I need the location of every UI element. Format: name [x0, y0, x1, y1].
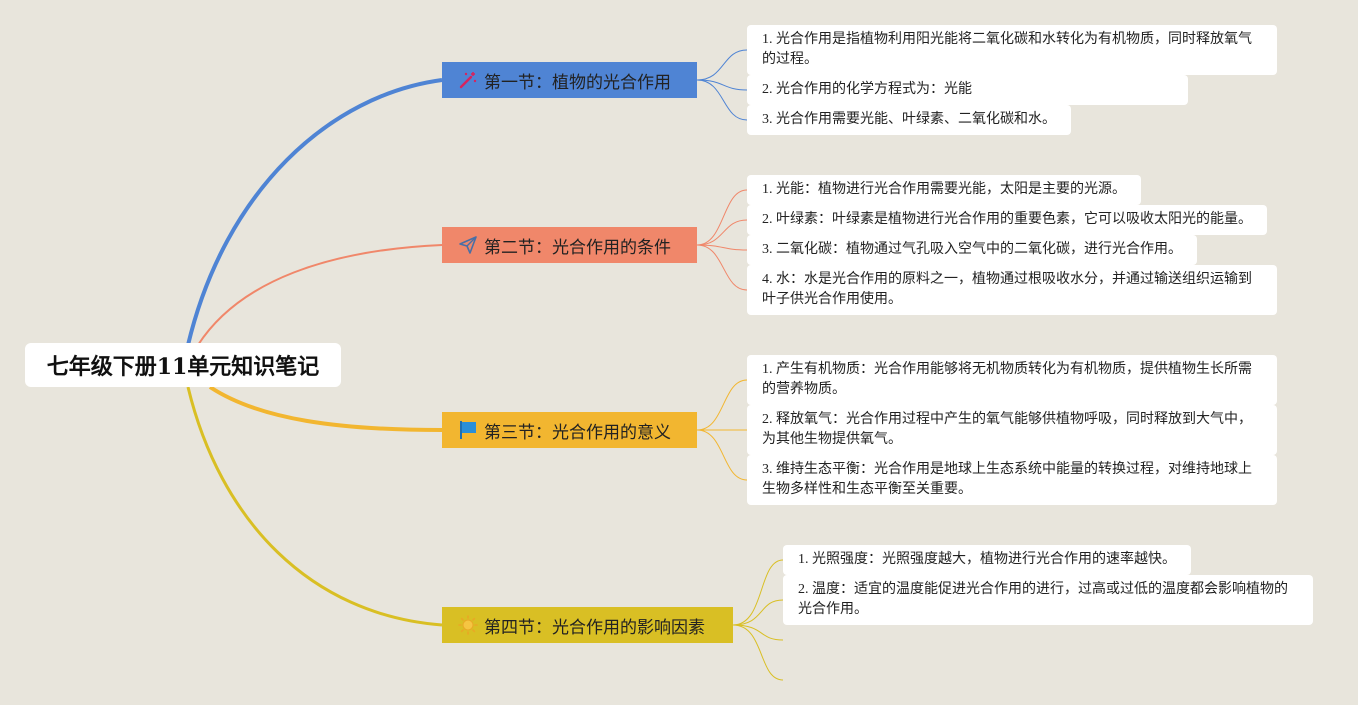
connector-root-section3 — [208, 385, 443, 432]
section1-item-2[interactable]: 2. 光合作用的化学方程式为：光能 — [747, 75, 1188, 105]
connector-root-section4 — [186, 386, 443, 627]
section4-item-1[interactable]: 1. 光照强度：光照强度越大，植物进行光合作用的速率越快。 — [783, 545, 1191, 575]
connectors-section3 — [696, 379, 748, 481]
section2-item-3[interactable]: 3. 二氧化碳：植物通过气孔吸入空气中的二氧化碳，进行光合作用。 — [747, 235, 1197, 265]
section2-item-2[interactable]: 2. 叶绿素：叶绿素是植物进行光合作用的重要色素，它可以吸收太阳光的能量。 — [747, 205, 1267, 235]
section1-title: 第一节：植物的光合作用 — [484, 72, 671, 93]
section1-item-1[interactable]: 1. 光合作用是指植物利用阳光能将二氧化碳和水转化为有机物质，同时释放氧气 的过… — [747, 25, 1277, 75]
section1-item-3[interactable]: 3. 光合作用需要光能、叶绿素、二氧化碳和水。 — [747, 105, 1071, 135]
connector-root-section2 — [197, 244, 443, 346]
section3-item-1[interactable]: 1. 产生有机物质：光合作用能够将无机物质转化为有机物质，提供植物生长所需 的营… — [747, 355, 1277, 405]
section3-topic[interactable]: 第三节：光合作用的意义 — [442, 412, 697, 448]
connector-root-section1 — [186, 78, 443, 346]
section3-title: 第三节：光合作用的意义 — [484, 422, 671, 443]
connectors-section4 — [732, 559, 784, 681]
connectors-section1 — [696, 49, 748, 121]
section4-item-2[interactable]: 2. 温度：适宜的温度能促进光合作用的进行，过高或过低的温度都会影响植物的 光合… — [783, 575, 1313, 625]
root-topic[interactable]: 七年级下册11单元知识笔记 — [25, 343, 341, 387]
section1-topic[interactable]: 第一节：植物的光合作用 — [442, 62, 697, 98]
section3-item-2[interactable]: 2. 释放氧气：光合作用过程中产生的氧气能够供植物呼吸，同时释放到大气中， 为其… — [747, 405, 1277, 455]
paper-plane-icon — [458, 235, 478, 255]
section4-topic[interactable]: 第四节：光合作用的影响因素 — [442, 607, 733, 643]
section2-title: 第二节：光合作用的条件 — [484, 237, 671, 258]
connectors-section2 — [696, 189, 748, 291]
section2-item-4[interactable]: 4. 水：水是光合作用的原料之一，植物通过根吸收水分，并通过输送组织运输到 叶子… — [747, 265, 1277, 315]
section2-item-1[interactable]: 1. 光能：植物进行光合作用需要光能，太阳是主要的光源。 — [747, 175, 1141, 205]
section4-title: 第四节：光合作用的影响因素 — [484, 617, 705, 638]
section3-item-3[interactable]: 3. 维持生态平衡：光合作用是地球上生态系统中能量的转换过程，对维持地球上 生物… — [747, 455, 1277, 505]
magic-wand-icon — [458, 70, 478, 90]
sun-icon — [458, 615, 478, 635]
section2-topic[interactable]: 第二节：光合作用的条件 — [442, 227, 697, 263]
flag-icon — [458, 420, 478, 440]
